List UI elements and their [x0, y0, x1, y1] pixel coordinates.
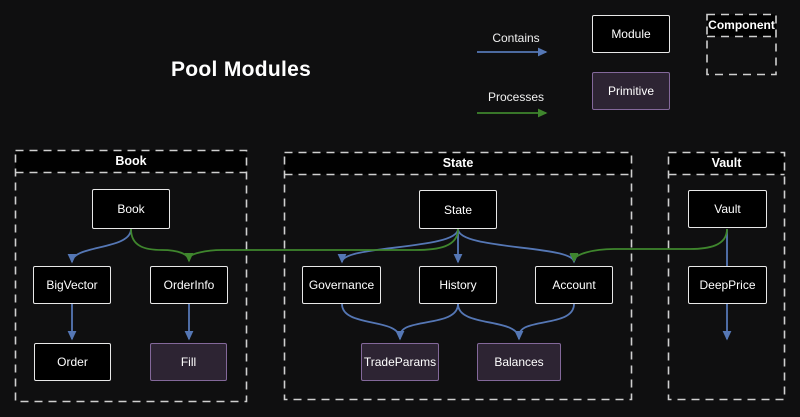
node-account-label: Account	[552, 278, 596, 292]
node-order: Order	[34, 343, 111, 381]
legend-contains-label: Contains	[492, 31, 540, 45]
component-legend-border	[706, 13, 777, 76]
edge-state-governance	[337, 228, 459, 264]
legend-processes-label: Processes	[487, 90, 545, 104]
edge-vault-account	[569, 228, 728, 263]
legend-component-label: Component	[708, 18, 775, 32]
edge-state-orderinfo	[188, 228, 459, 259]
node-bigvector: BigVector	[33, 266, 111, 304]
node-fill-label: Fill	[180, 355, 197, 369]
legend-primitive-label: Primitive	[607, 84, 654, 98]
book-container-border	[14, 149, 248, 403]
node-order-label: Order	[57, 355, 88, 369]
node-orderinfo-label: OrderInfo	[163, 278, 215, 292]
node-state-label: State	[443, 202, 473, 217]
edge-history-tradeparams	[399, 303, 459, 337]
node-tradeparams-label: TradeParams	[363, 355, 437, 369]
node-vault: Vault	[688, 190, 767, 228]
legend-module-box: Module	[592, 15, 670, 53]
node-orderinfo: OrderInfo	[150, 266, 228, 304]
vault-container-border	[667, 151, 786, 401]
node-fill: Fill	[150, 343, 227, 381]
node-state: State	[419, 190, 497, 229]
state-container-border	[283, 151, 633, 401]
vault-container-title: Vault	[711, 156, 742, 170]
node-tradeparams: TradeParams	[361, 343, 439, 381]
node-deepprice: DeepPrice	[688, 266, 767, 304]
page-title: Pool Modules	[171, 58, 312, 81]
edge-book-bigvector	[67, 228, 132, 264]
component-legend-titlebar	[707, 14, 776, 37]
node-book: Book	[92, 189, 170, 229]
state-container-title: State	[442, 156, 474, 170]
node-governance: Governance	[302, 266, 381, 304]
node-account: Account	[535, 266, 613, 304]
node-history-label: History	[439, 278, 477, 292]
node-balances-label: Balances	[494, 355, 544, 369]
edge-state-account	[457, 228, 579, 264]
edge-account-balances	[518, 303, 575, 337]
node-deepprice-label: DeepPrice	[699, 278, 756, 292]
vault-container-titlebar	[668, 152, 785, 175]
node-vault-label: Vault	[714, 202, 741, 216]
book-container-titlebar	[15, 150, 247, 173]
edge-history-balances	[457, 303, 524, 341]
edge-book-orderinfo	[130, 228, 194, 263]
node-bigvector-label: BigVector	[46, 278, 98, 292]
edge-governance-tradeparams	[341, 303, 405, 341]
node-book-label: Book	[117, 202, 145, 216]
node-history: History	[419, 266, 497, 304]
book-container-title: Book	[115, 154, 147, 168]
node-governance-label: Governance	[308, 278, 375, 292]
legend-module-label: Module	[611, 27, 651, 41]
legend-primitive-box: Primitive	[592, 72, 670, 110]
state-container-titlebar	[284, 152, 632, 175]
node-balances: Balances	[477, 343, 561, 381]
